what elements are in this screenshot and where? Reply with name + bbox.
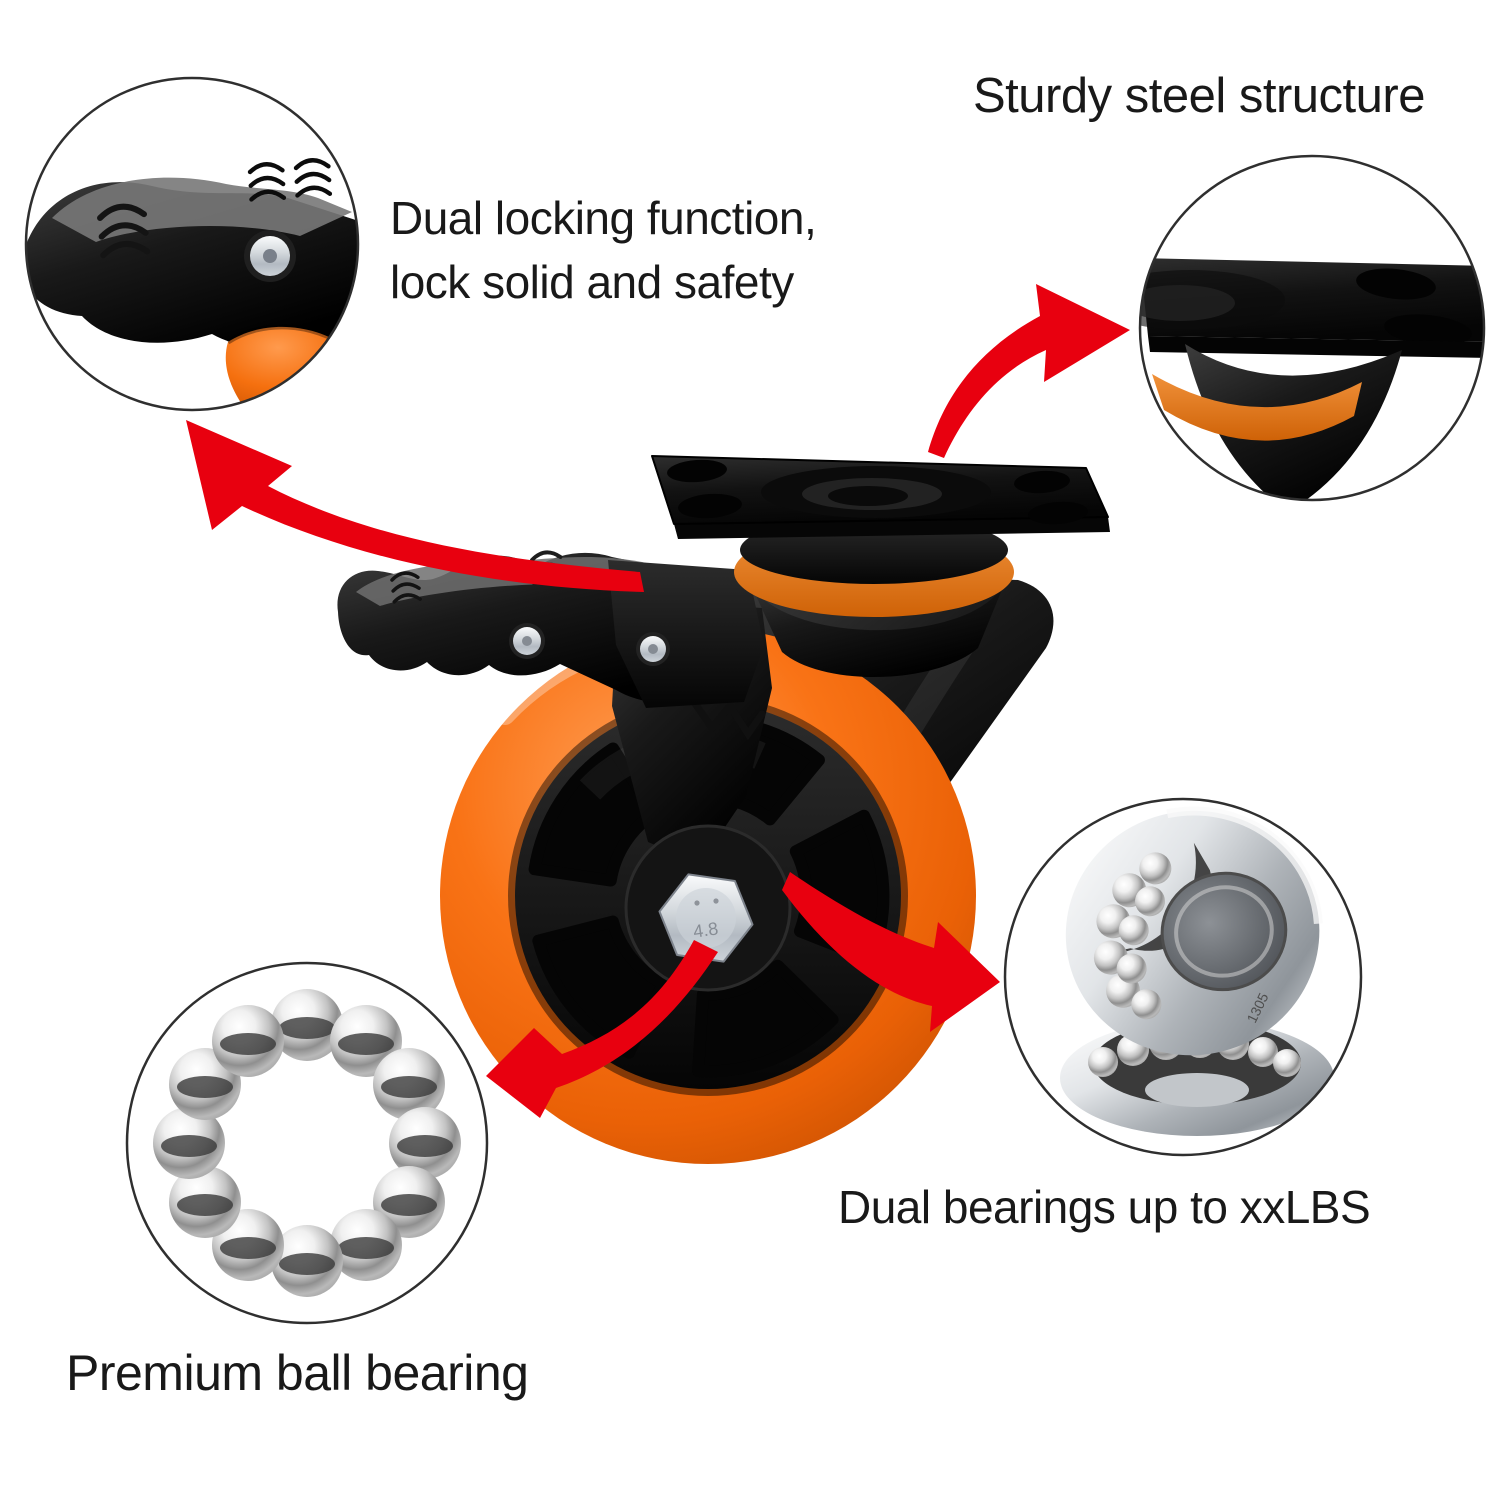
upper-bearing <box>1065 806 1323 1056</box>
caption-sturdy-steel-structure: Sturdy steel structure <box>973 69 1425 123</box>
brake-rivet <box>509 623 545 659</box>
callout-ring <box>1138 154 1486 502</box>
axle-bolt: 4.8 <box>624 824 792 992</box>
curved-arrow-to-bearings-closeup-icon <box>782 872 1000 1032</box>
callout-ring <box>24 76 360 412</box>
callout-ring <box>1003 797 1363 1157</box>
caption-dual-bearings: Dual bearings up to xxLBS <box>838 1181 1371 1233</box>
curved-arrow-to-ball-ring-closeup-icon <box>486 940 718 1118</box>
brake-bracket <box>608 560 764 708</box>
callout-ball-bearing-ring-closeup <box>125 961 489 1325</box>
brake-spring <box>690 698 766 741</box>
lower-bearing <box>1060 1020 1334 1136</box>
curved-arrow-to-plate-closeup-icon <box>928 284 1130 458</box>
bolt-grade-stamp: 4.8 <box>692 918 720 941</box>
callout-ring <box>125 961 489 1325</box>
caption-dual-locking-line1: Dual locking function, <box>390 192 817 244</box>
caption-premium-ball-bearing: Premium ball bearing <box>66 1345 529 1401</box>
mounting-plate <box>651 455 1110 539</box>
brake-rivet <box>636 632 670 666</box>
callout-brake-lever-closeup <box>24 76 360 412</box>
plate-bolt-holes <box>667 459 1088 525</box>
callout-dual-bearings-closeup: 1305 <box>1003 797 1363 1157</box>
curved-arrow-to-brake-closeup-icon <box>186 420 644 592</box>
caption-dual-locking-line2: lock solid and safety <box>390 256 794 308</box>
steel-ball-ring <box>153 989 461 1297</box>
callout-arrows <box>186 284 1130 1118</box>
callout-mounting-plate-closeup <box>1138 154 1486 502</box>
caption-dual-locking: Dual locking function, lock solid and sa… <box>390 186 817 314</box>
